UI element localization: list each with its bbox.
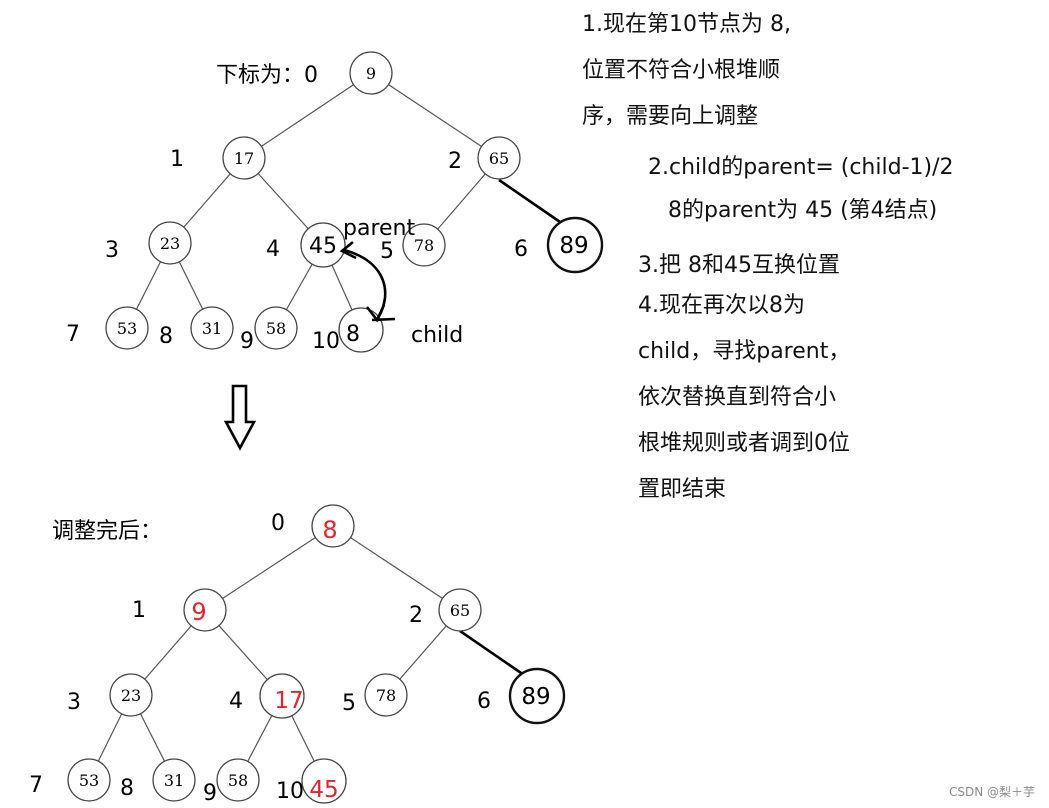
top-node-3 <box>148 221 192 265</box>
bottom-node-2-value: 65 <box>450 601 470 620</box>
top-node-7 <box>105 306 149 350</box>
top-index-2: 2 <box>448 149 462 174</box>
top-index-9: 9 <box>240 329 254 354</box>
bottom-node-4-value: 17 <box>274 688 303 714</box>
top-index-1: 1 <box>170 147 184 172</box>
bottom-index-7: 7 <box>29 773 43 798</box>
top-node-1 <box>222 136 266 180</box>
top-node-9-value: 58 <box>266 319 286 338</box>
top-node-8-value: 31 <box>202 319 222 338</box>
top-node-8 <box>190 306 234 350</box>
bottom-index-8: 8 <box>120 776 134 801</box>
bottom-node-3-value: 23 <box>121 686 141 705</box>
bottom-edge-0-1 <box>204 525 334 611</box>
note-step-2-line-2: 8的parent为 45 (第4结点) <box>668 198 938 223</box>
note-4-line-2: child，寻找parent， <box>638 339 851 364</box>
top-edge-0-2 <box>370 72 500 159</box>
note-step-1: 1.现在第10节点为 8, 位置不符合小根堆顺 序，需要向上调整 <box>582 2 791 140</box>
top-node-2 <box>477 136 521 180</box>
bottom-node-4 <box>259 673 305 719</box>
top-node-1-value: 17 <box>234 149 254 168</box>
top-node-5-value: 78 <box>414 236 434 255</box>
child-pointer <box>371 317 396 322</box>
bottom-edge-0-2 <box>332 525 461 611</box>
bottom-node-8 <box>152 758 196 802</box>
bottom-node-8-value: 31 <box>164 771 184 790</box>
bottom-node-6-value: 89 <box>521 684 550 710</box>
top-index-7: 7 <box>66 322 80 347</box>
note-4-line-4: 根堆规则或者调到0位 <box>638 431 850 456</box>
bottom-node-7-value: 53 <box>79 771 99 790</box>
top-index-4: 4 <box>266 237 280 262</box>
bottom-node-2 <box>438 588 482 632</box>
top-node-0 <box>349 51 393 95</box>
bottom-node-1-value: 9 <box>191 598 206 626</box>
top-node-6 <box>546 216 604 274</box>
bottom-index-0: 0 <box>271 511 285 536</box>
down-arrow-icon <box>223 384 257 451</box>
bottom-node-3 <box>109 673 153 717</box>
bottom-index-6: 6 <box>477 689 491 714</box>
note-step-3: 3.把 8和45互换位置 <box>638 253 840 278</box>
swap-arrow-up-head <box>339 240 357 260</box>
top-index-6: 6 <box>514 237 528 262</box>
bottom-node-6 <box>508 667 566 725</box>
note-1-line-2: 位置不符合小根堆顺 <box>582 58 781 83</box>
bottom-node-5 <box>364 673 408 717</box>
top-node-2-value: 65 <box>489 149 509 168</box>
note-step-2-line-1: 2.child的parent= (child-1)/2 <box>648 155 954 180</box>
bottom-node-9 <box>216 758 260 802</box>
top-tree: 9 17 65 23 45 78 89 53 31 58 8 1 2 3 4 5… <box>66 51 604 354</box>
note-1-line-3: 序，需要向上调整 <box>582 104 759 129</box>
bottom-node-10-value: 45 <box>309 777 338 803</box>
top-node-6-value: 89 <box>559 233 588 259</box>
top-node-0-value: 9 <box>366 64 376 83</box>
bottom-index-1: 1 <box>132 598 146 623</box>
note-4-line-1: 4.现在再次以8为 <box>638 293 805 318</box>
top-node-5 <box>402 223 446 267</box>
bottom-node-9-value: 58 <box>228 771 248 790</box>
note-4-line-5: 置即结束 <box>638 477 727 502</box>
bottom-node-7 <box>67 758 111 802</box>
top-edge-0-1 <box>243 72 372 159</box>
watermark: CSDN @梨＋芋 <box>948 785 1035 799</box>
bottom-tree-label: 调整完后： <box>52 519 162 544</box>
bottom-index-4: 4 <box>229 689 243 714</box>
top-index-5: 5 <box>380 239 394 264</box>
bottom-node-10 <box>301 758 347 804</box>
parent-label: parent <box>343 216 415 241</box>
bottom-index-9: 9 <box>203 781 217 806</box>
bottom-index-10: 10 <box>276 779 304 804</box>
top-node-7-value: 53 <box>117 319 137 338</box>
top-node-3-value: 23 <box>160 234 180 253</box>
top-node-9 <box>254 306 298 350</box>
top-index-10: 10 <box>312 329 340 354</box>
bottom-index-2: 2 <box>409 603 423 628</box>
child-label: child <box>411 323 463 348</box>
top-index-8: 8 <box>159 324 173 349</box>
bottom-node-1 <box>183 588 227 632</box>
bottom-node-0-value: 8 <box>322 516 337 544</box>
bottom-node-5-value: 78 <box>376 686 396 705</box>
top-index-3: 3 <box>105 238 119 263</box>
note-1-line-1: 1.现在第10节点为 8, <box>582 12 791 37</box>
top-node-10-value: 8 <box>346 322 360 347</box>
top-node-4-value: 45 <box>309 234 337 259</box>
bottom-node-0 <box>311 504 355 548</box>
note-4-line-3: 依次替换直到符合小 <box>638 385 837 410</box>
bottom-index-3: 3 <box>67 690 81 715</box>
bottom-edge-2-6 <box>459 629 525 677</box>
top-node-4 <box>300 222 346 268</box>
top-tree-label: 下标为：0 <box>216 63 318 88</box>
bottom-tree: 8 9 65 23 17 78 89 53 31 58 45 0 1 2 3 4… <box>29 504 566 806</box>
top-edge-2-6 <box>498 178 564 226</box>
bottom-index-5: 5 <box>342 691 356 716</box>
note-step-4: 4.现在再次以8为 child，寻找parent， 依次替换直到符合小 根堆规则… <box>638 283 850 513</box>
